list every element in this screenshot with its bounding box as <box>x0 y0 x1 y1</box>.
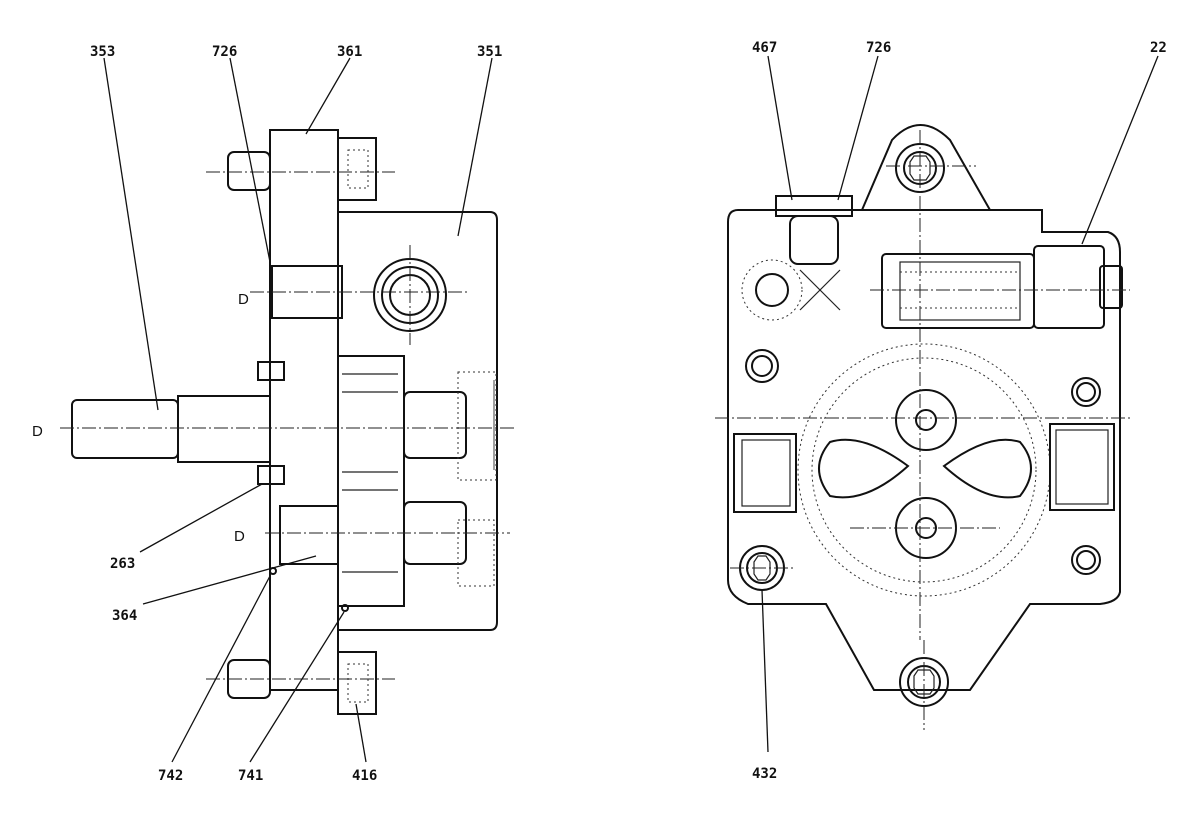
left-side-view <box>60 129 515 715</box>
right-part-labels: 467 726 22 432 <box>752 40 1167 782</box>
label-432: 432 <box>752 766 777 782</box>
left-part-labels: 353 726 361 351 263 364 742 741 416 D D … <box>32 44 502 784</box>
label-726-right: 726 <box>866 40 891 56</box>
section-mark-d-lower: D <box>234 528 245 545</box>
label-361: 361 <box>337 44 362 60</box>
label-742: 742 <box>158 768 183 784</box>
left-leaders <box>103 57 493 763</box>
right-leaders <box>761 55 1159 753</box>
label-726: 726 <box>212 44 237 60</box>
label-353: 353 <box>90 44 115 60</box>
label-467: 467 <box>752 40 777 56</box>
label-416: 416 <box>352 768 377 784</box>
label-351: 351 <box>477 44 502 60</box>
right-front-view <box>715 124 1130 730</box>
section-mark-d-shaft: D <box>32 423 43 440</box>
label-22: 22 <box>1150 40 1167 56</box>
label-263: 263 <box>110 556 135 572</box>
label-364: 364 <box>112 608 137 624</box>
label-741: 741 <box>238 768 263 784</box>
section-mark-d-upper: D <box>238 291 249 308</box>
